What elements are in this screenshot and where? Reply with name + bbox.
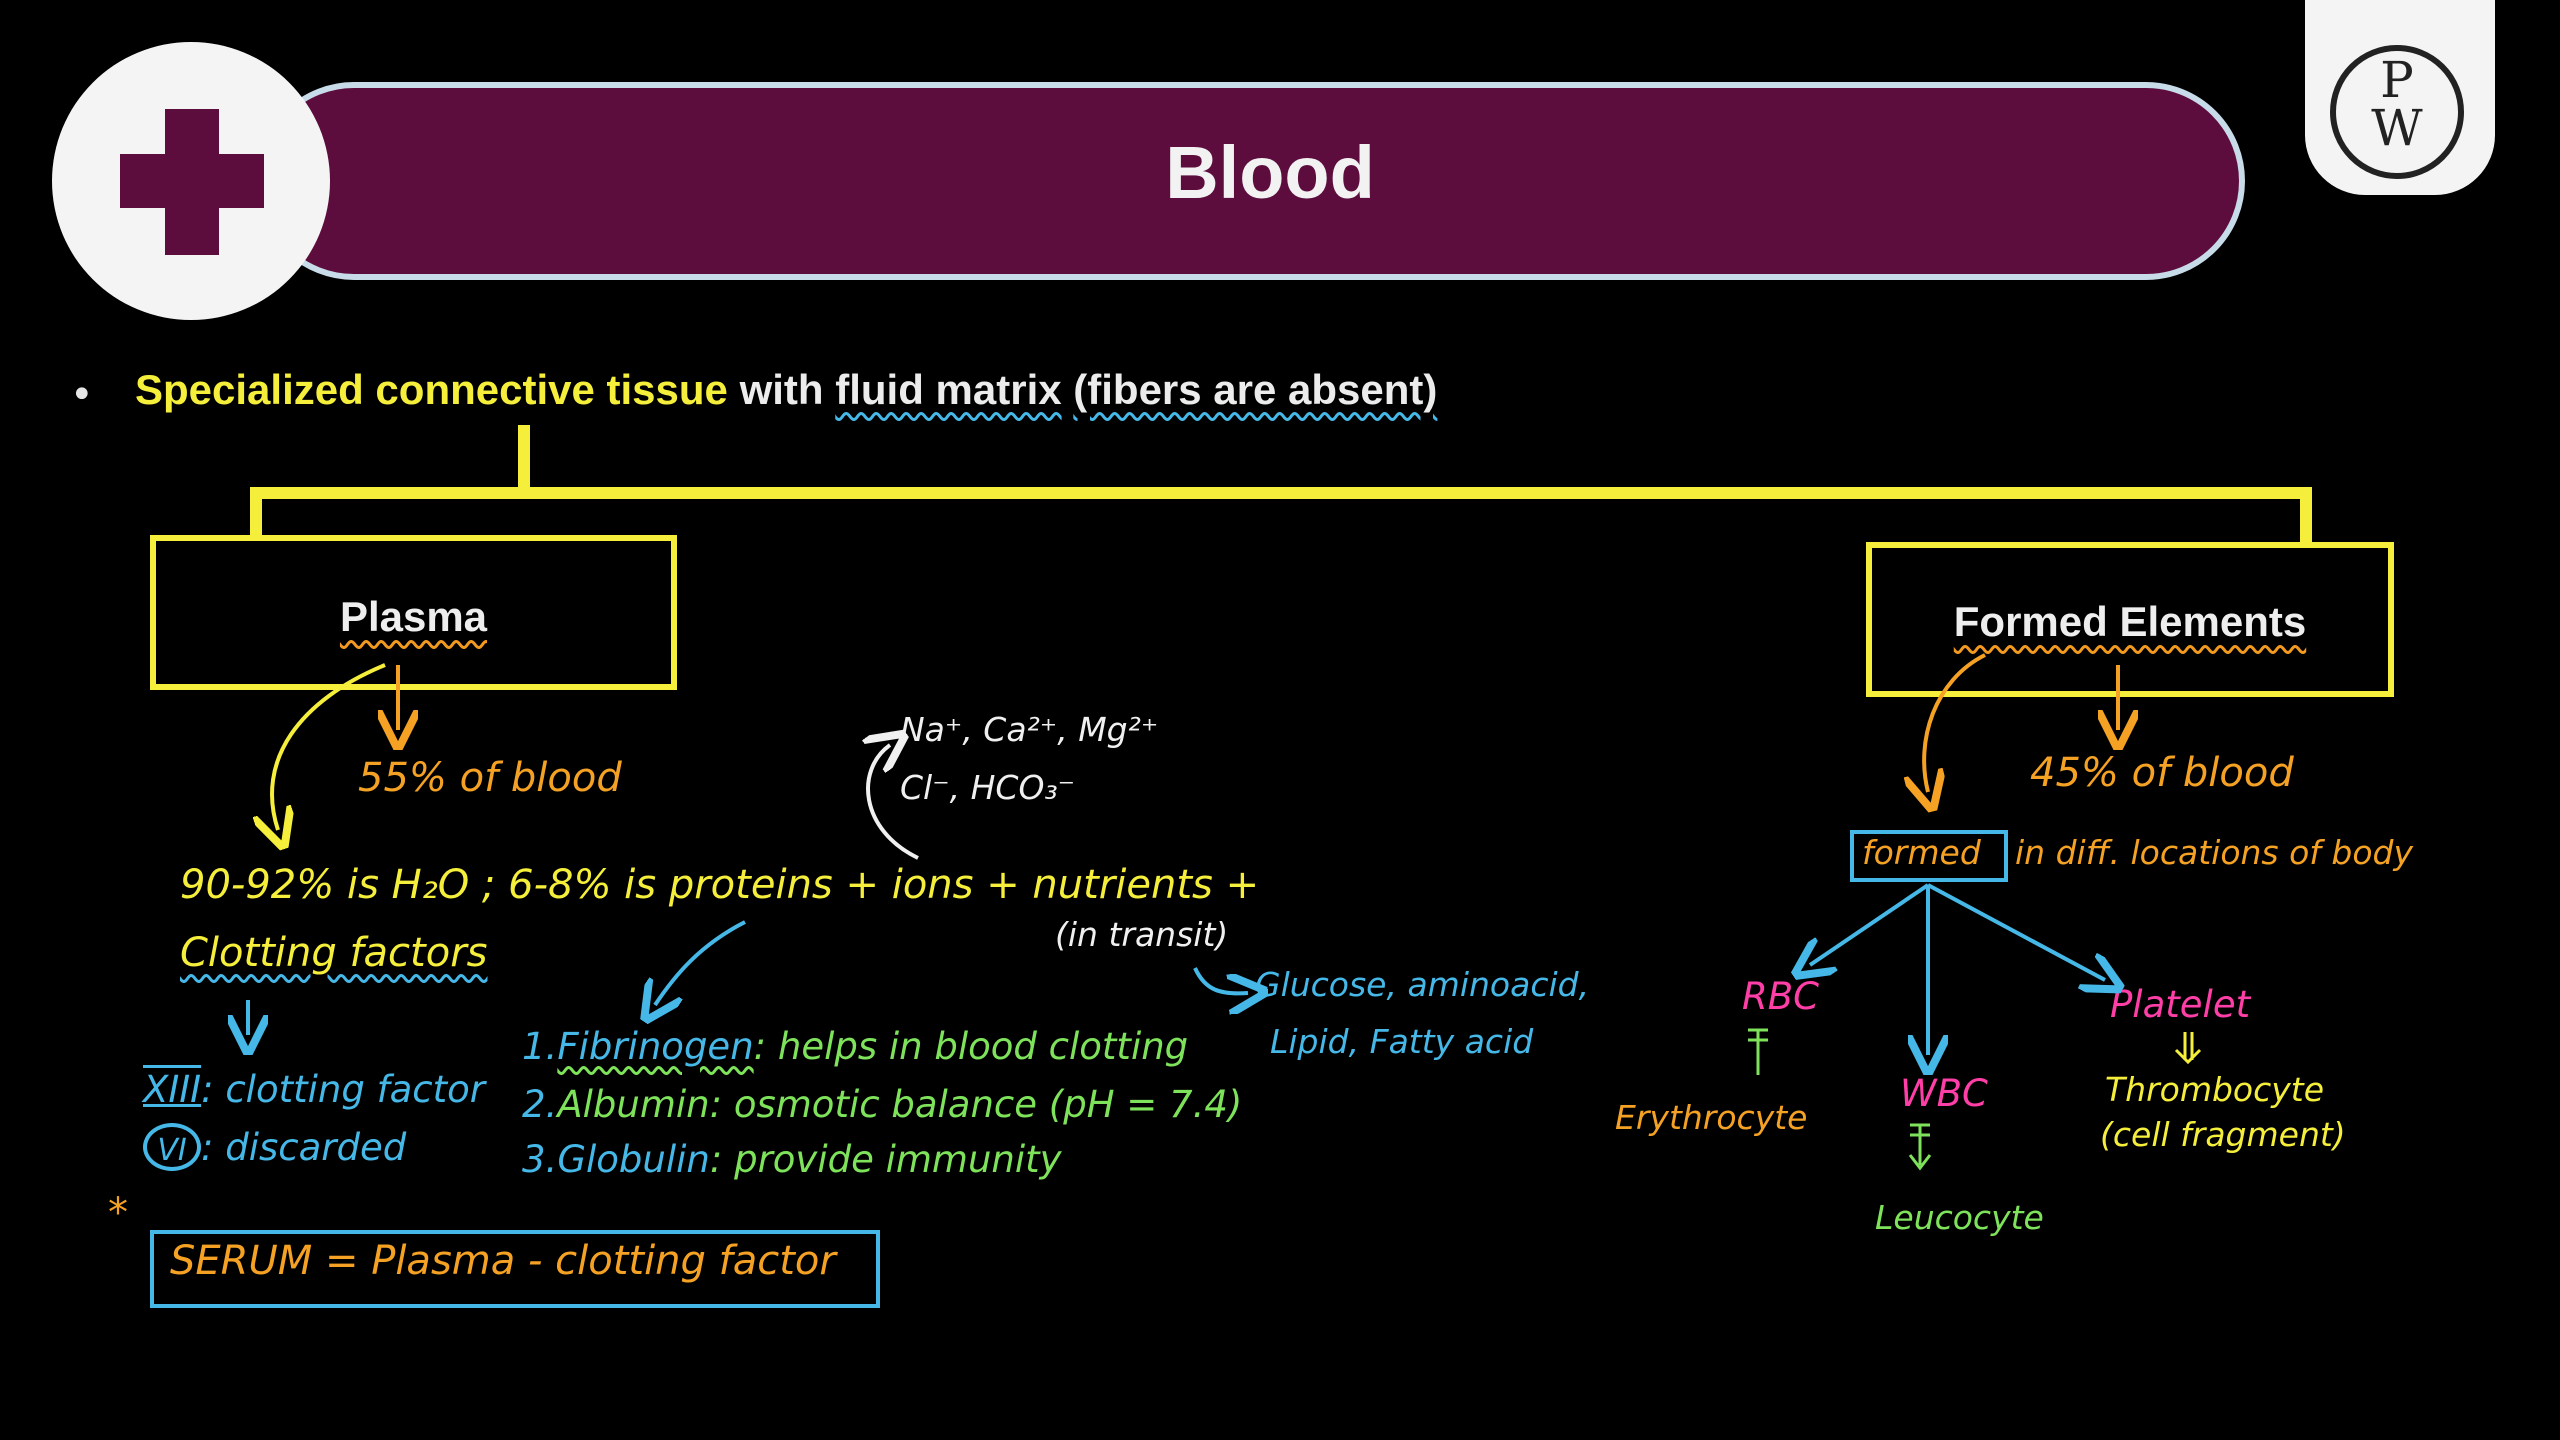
nutrients-list-2: Lipid, Fatty acid <box>1270 1022 1534 1061</box>
tree-stem <box>518 425 530 495</box>
tree-branch <box>250 487 2312 499</box>
clotting-factors: Clotting factors <box>180 930 488 976</box>
serum-box <box>150 1230 880 1308</box>
arrow-to-platelet <box>1927 883 2105 980</box>
nutrients-list: Glucose, aminoacid, <box>1255 965 1590 1004</box>
tree-branch-right <box>2300 487 2312 542</box>
factor-xiii-note: XIII: clotting factor <box>143 1068 485 1111</box>
bullet-icon: • <box>70 372 94 418</box>
platelet-note: (cell fragment) <box>2100 1115 2346 1154</box>
plasma-box: Plasma <box>150 535 677 690</box>
ions-list: Na⁺, Ca²⁺, Mg²⁺ <box>900 710 1159 749</box>
arrow-rbc-name <box>1748 1028 1768 1075</box>
wbc-name: Leucocyte <box>1875 1198 2044 1237</box>
protein-item: 3.Globulin: provide immunity <box>522 1138 1062 1181</box>
platelet-label: Platelet <box>2110 983 2251 1026</box>
protein-item: 1.Fibrinogen: helps in blood clotting <box>522 1025 1189 1068</box>
ions-list-2: Cl⁻, HCO₃⁻ <box>900 768 1076 807</box>
plasma-composition: 90-92% is H₂O ; 6-8% is proteins + ions … <box>180 862 1260 908</box>
formed-percent: 45% of blood <box>2030 750 2294 796</box>
tree-branch-left <box>250 487 262 537</box>
formed-word: formed <box>1862 833 1981 872</box>
arrow-proteins <box>655 920 746 1005</box>
plasma-percent: 55% of blood <box>358 755 622 801</box>
wbc-label: WBC <box>1900 1072 1988 1115</box>
rbc-name: Erythrocyte <box>1615 1098 1808 1137</box>
plasma-label: Plasma <box>339 593 488 640</box>
factor-vi-note: VI: discarded <box>143 1123 406 1171</box>
rbc-label: RBC <box>1742 975 1819 1018</box>
page-title: Blood <box>1165 131 1375 214</box>
arrow-nutrients <box>1193 967 1248 993</box>
formed-elements-box: Formed Elements <box>1866 542 2394 697</box>
medical-cross-icon <box>52 42 330 320</box>
platelet-name: Thrombocyte <box>2105 1070 2325 1109</box>
arrow-to-rbc <box>1810 883 1930 965</box>
formed-elements-label: Formed Elements <box>1953 598 2307 645</box>
in-transit: (in transit) <box>1055 915 1229 954</box>
protein-item: 2.Albumin: osmotic balance (pH = 7.4) <box>522 1083 1243 1126</box>
arrow-wbc-name <box>1908 1123 1932 1171</box>
serum-formula: SERUM = Plasma - clotting factor <box>170 1238 836 1284</box>
definition-text: Specialized connective tissue with fluid… <box>135 366 1438 413</box>
star-icon: * <box>108 1190 128 1236</box>
arrow-platelet-name <box>2174 1032 2202 1065</box>
formed-word-box <box>1850 830 2008 882</box>
formed-locations: in diff. locations of body <box>2015 833 2414 872</box>
title-bar <box>255 82 2245 280</box>
